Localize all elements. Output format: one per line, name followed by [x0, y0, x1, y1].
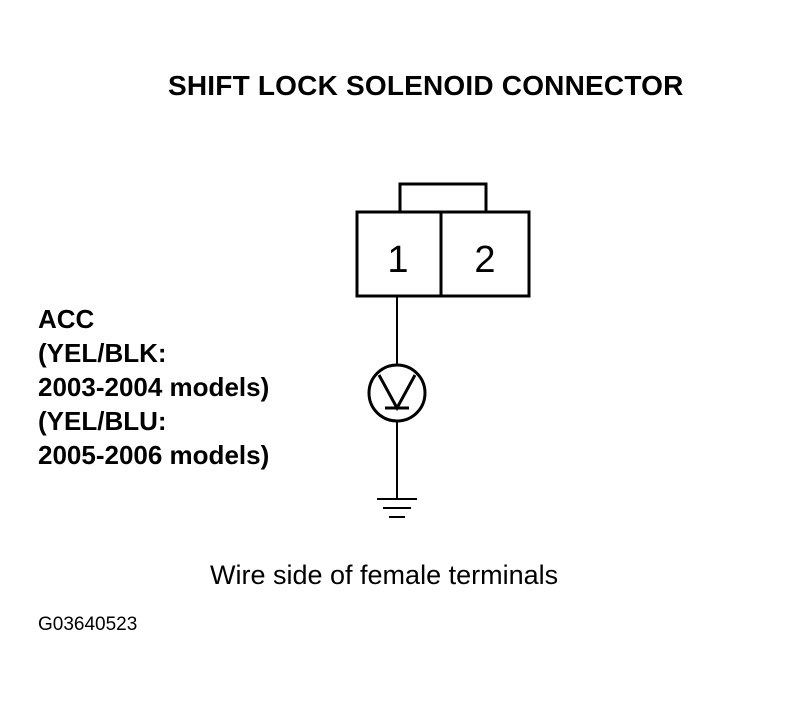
pin-1-label: 1: [387, 239, 408, 281]
wire-label-line: 2003-2004 models): [38, 372, 270, 402]
wire-label-line: (YEL/BLU:: [38, 406, 167, 436]
figure-id: G03640523: [38, 614, 138, 635]
connector-latch: [398, 182, 488, 212]
wire-label-line: (YEL/BLK:: [38, 338, 167, 368]
view-caption: Wire side of female terminals: [210, 560, 559, 590]
wire-label-line: ACC: [38, 304, 95, 334]
ground-icon: [377, 498, 417, 518]
connector-body: [355, 210, 531, 298]
voltmeter-icon: [367, 363, 427, 423]
pin-2-label: 2: [474, 239, 495, 281]
wire-color-label: ACC (YEL/BLK: 2003-2004 models) (YEL/BLU…: [38, 302, 269, 472]
diagram-title: SHIFT LOCK SOLENOID CONNECTOR: [168, 70, 684, 101]
wire-label-line: 2005-2006 models): [38, 440, 270, 470]
